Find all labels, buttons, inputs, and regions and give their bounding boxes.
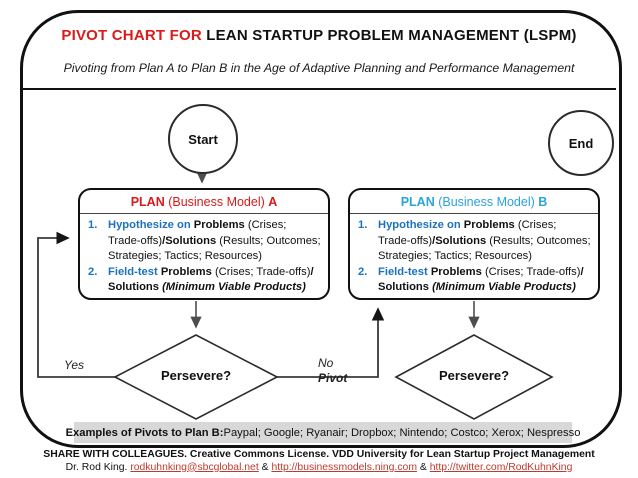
- plan-b-list-line2: Trade-offs)/Solutions (Results; Outcomes…: [378, 234, 594, 250]
- list-segment: /Solutions: [162, 234, 220, 247]
- list-segment: Field-test: [108, 265, 158, 278]
- plan-b-box: PLAN (Business Model) B 1. Hypothesize on…: [348, 188, 600, 300]
- header-divider-line: [22, 88, 616, 90]
- footer-businessmodels-link[interactable]: http://businessmodels.ning.com: [271, 461, 417, 473]
- page-title-red: PIVOT CHART FOR: [61, 27, 202, 44]
- list-segment: (Minimum Viable Products): [162, 281, 306, 293]
- examples-bar: Examples of Pivots to Plan B: Paypal; Go…: [66, 422, 580, 443]
- list-segment: (Minimum Viable Products): [432, 281, 576, 293]
- plan-b-title-mid: (Business Model): [434, 195, 539, 209]
- list-segment: Hypothesize on: [108, 219, 191, 231]
- plan-a-list-line4: 2. Field-test Problems (Crises; Trade-off…: [88, 265, 324, 281]
- edge-label-pivot: Pivot: [318, 371, 348, 385]
- list-segment: Problems: [460, 219, 518, 231]
- list-segment: /: [310, 265, 314, 278]
- edge-label-no: No: [318, 356, 334, 370]
- list-number: 2.: [358, 265, 368, 278]
- start-node-label: Start: [188, 131, 218, 147]
- decision-a-label: Persevere?: [160, 368, 232, 383]
- plan-a-list-line5: Solutions (Minimum Viable Products): [108, 280, 324, 296]
- page-title: PIVOT CHART FOR LEAN STARTUP PROBLEM MAN…: [40, 27, 598, 44]
- start-node: Start: [168, 104, 238, 174]
- list-segment: /Solutions: [432, 234, 490, 247]
- examples-items: Paypal; Google; Ryanair; Dropbox; Ninten…: [223, 426, 581, 439]
- plan-b-list-line1: 1. Hypothesize on Problems (Crises;: [358, 218, 594, 234]
- plan-a-title-mid: (Business Model): [164, 195, 269, 209]
- plan-a-list-line2: Trade-offs)/Solutions (Results; Outcomes…: [108, 234, 324, 250]
- end-node-label: End: [568, 135, 594, 151]
- footer-line1: SHARE WITH COLLEAGUES. Creative Commons …: [43, 449, 595, 460]
- plan-b-title-plan: PLAN: [400, 195, 435, 209]
- examples-lead: Examples of Pivots to Plan B:: [65, 426, 224, 439]
- footer-author: Dr. Rod King.: [65, 461, 131, 473]
- plan-a-title: PLAN (Business Model) A: [80, 190, 328, 214]
- plan-b-title: PLAN (Business Model) B: [350, 190, 598, 214]
- list-segment: Field-test: [378, 265, 428, 278]
- plan-a-list: 1. Hypothesize on Problems (Crises; Trade…: [80, 214, 328, 296]
- footer-separator: &: [416, 461, 430, 473]
- list-segment: Trade-offs): [378, 234, 433, 247]
- plan-a-list-line3: Strategies; Tactics; Resources): [108, 249, 324, 265]
- decision-b-label: Persevere?: [438, 368, 510, 383]
- list-segment: Problems: [157, 265, 215, 278]
- plan-b-list-line3: Strategies; Tactics; Resources): [378, 249, 594, 265]
- footer-email-link[interactable]: rodkuhnking@sbcglobal.net: [130, 461, 259, 473]
- list-segment: (Crises;: [517, 219, 557, 231]
- list-segment: /: [580, 265, 584, 278]
- footer: SHARE WITH COLLEAGUES. Creative Commons …: [0, 449, 638, 474]
- list-segment: (Results; Outcomes;: [219, 234, 321, 247]
- list-segment: Trade-offs): [108, 234, 163, 247]
- edge-label-yes: Yes: [64, 358, 85, 372]
- list-number: 2.: [88, 265, 98, 278]
- plan-a-list-line1: 1. Hypothesize on Problems (Crises;: [88, 218, 324, 234]
- list-number: 1.: [358, 219, 368, 231]
- end-node: End: [548, 110, 614, 176]
- plan-a-title-plan: PLAN: [130, 195, 165, 209]
- list-segment: Strategies; Tactics; Resources): [378, 250, 532, 262]
- list-segment: Solutions: [108, 281, 163, 293]
- list-segment: Strategies; Tactics; Resources): [108, 250, 262, 262]
- list-segment: Problems: [427, 265, 485, 278]
- list-segment: Hypothesize on: [378, 219, 461, 231]
- footer-twitter-link[interactable]: http://twitter.com/RodKuhnKing: [429, 461, 573, 473]
- footer-separator: &: [258, 461, 272, 473]
- list-segment: (Results; Outcomes;: [489, 234, 591, 247]
- list-segment: (Crises; Trade-offs): [214, 265, 311, 278]
- plan-b-title-letter: B: [538, 195, 548, 209]
- list-segment: (Crises;: [247, 219, 287, 231]
- footer-line2: Dr. Rod King. rodkuhnking@sbcglobal.net …: [0, 462, 638, 475]
- list-number: 1.: [88, 219, 98, 231]
- plan-b-list: 1. Hypothesize on Problems (Crises; Trade…: [350, 214, 598, 296]
- list-segment: (Crises; Trade-offs): [484, 265, 581, 278]
- page-subtitle: Pivoting from Plan A to Plan B in the Ag…: [63, 61, 575, 75]
- list-segment: Solutions: [378, 281, 433, 293]
- plan-b-list-line4: 2. Field-test Problems (Crises; Trade-off…: [358, 265, 594, 281]
- list-segment: Problems: [190, 219, 248, 231]
- plan-b-list-line5: Solutions (Minimum Viable Products): [378, 280, 594, 296]
- plan-a-title-letter: A: [268, 195, 278, 209]
- page-title-black: LEAN STARTUP PROBLEM MANAGEMENT (LSPM): [201, 27, 577, 44]
- plan-a-box: PLAN (Business Model) A 1. Hypothesize on…: [78, 188, 330, 300]
